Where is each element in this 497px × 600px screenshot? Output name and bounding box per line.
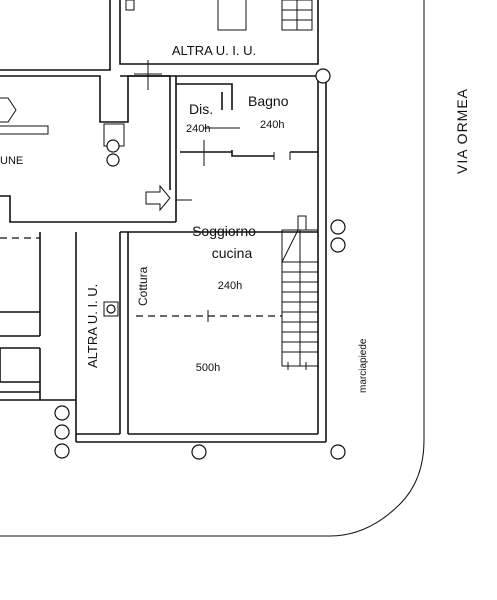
left-rooms [0,75,177,223]
street-curb [0,0,425,537]
entrance-arrow [145,184,171,212]
label-une: UNE [0,155,23,167]
label-soggiorno: Soggiorno [192,223,256,239]
label-soggiorno-height: 240h [218,280,242,292]
label-altra-left: ALTRA U. I. U. [85,284,100,368]
label-via-ormea: VIA ORMEA [454,88,470,174]
label-bagno: Bagno [248,93,289,109]
label-500h: 500h [196,362,220,374]
pillars [54,68,346,460]
bathroom-block [175,76,318,190]
label-dis: Dis. [189,101,213,117]
column-square [103,301,119,317]
label-marciapiede: marciapiede [358,338,369,393]
label-cottura: Cottura [136,266,150,306]
staircase [281,215,319,370]
apartment-walls [0,76,327,443]
label-altra-top: ALTRA U. I. U. [172,43,256,58]
label-bagno-height: 240h [260,119,284,131]
label-cucina: cucina [212,245,253,261]
label-dis-height: 240h [186,123,210,135]
